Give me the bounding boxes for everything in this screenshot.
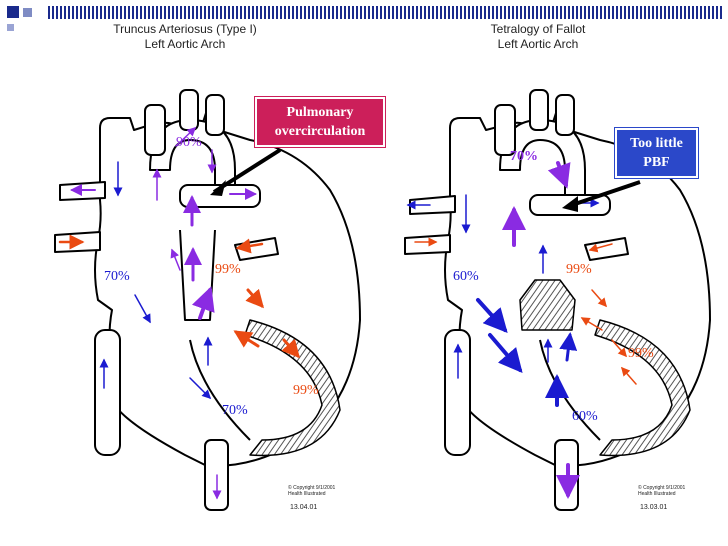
arrow-red — [591, 289, 607, 308]
right-pulm-vein-right-left — [404, 234, 451, 255]
left-callout-pointer — [212, 148, 282, 194]
right-sat-left-ventricle: 99% — [628, 346, 654, 361]
arrow-red — [233, 330, 260, 348]
left-lv-wall — [244, 319, 341, 457]
left-copyright-line2: Health Illustrated — [288, 491, 326, 497]
right-sat-left-atrium: 99% — [566, 262, 592, 277]
right-callout-box: Too little PBF — [615, 128, 698, 178]
right-aortic-arch — [499, 119, 586, 201]
right-sat-right-ventricle: 60% — [572, 409, 598, 424]
arrow-red — [235, 238, 264, 254]
left-sat-aorta: 90% — [176, 135, 202, 150]
right-callout-pointer — [571, 180, 641, 207]
arrow-red — [245, 288, 264, 309]
right-arrows — [406, 161, 637, 499]
left-title-line2: Left Aortic Arch — [144, 37, 226, 51]
right-sat-aorta: 70% — [510, 149, 538, 164]
right-copyright-line1: © Copyright 9/1/2001 — [638, 485, 686, 491]
left-sat-right-ventricle: 70% — [222, 403, 248, 418]
right-callout-line2: PBF — [643, 155, 670, 170]
right-lv-wall — [594, 319, 691, 457]
header-rule — [48, 6, 724, 19]
left-callout-arrowhead — [210, 180, 226, 196]
right-rvot — [519, 279, 576, 331]
arrow-blue — [488, 333, 523, 374]
left-subclavian — [205, 94, 225, 136]
right-figure-code: 13.03.01 — [640, 504, 668, 511]
left-title-line1: Truncus Arteriosus (Type I) — [113, 22, 257, 36]
arrow-purple — [191, 286, 215, 320]
arrow-red — [588, 243, 613, 253]
right-panel-title: Tetralogy of Fallot Left Aortic Arch — [458, 22, 618, 52]
slide-bullet-squares — [3, 2, 63, 31]
left-callout-line1: Pulmonary — [286, 105, 354, 120]
left-figure-code: 13.04.01 — [290, 504, 318, 511]
left-copyright-line1: © Copyright 9/1/2001 — [288, 485, 336, 491]
arrow-purple — [175, 126, 197, 147]
left-callout-line2: overcirculation — [274, 124, 366, 139]
right-title-line1: Tetralogy of Fallot — [490, 22, 586, 36]
arrow-purple — [170, 248, 181, 271]
right-copyright-line2: Health Illustrated — [638, 491, 676, 497]
right-callout-line1: Too little — [630, 136, 683, 151]
right-copyright: © Copyright 9/1/2001 Health Illustrated — [638, 485, 685, 497]
left-arrows — [58, 126, 300, 500]
left-brachiocephalic — [144, 104, 166, 156]
arrow-blue — [189, 377, 212, 400]
left-sat-left-ventricle: 99% — [293, 383, 319, 398]
arrow-red — [580, 317, 603, 331]
left-outflow — [179, 229, 216, 321]
left-sat-left-atrium: 99% — [215, 262, 241, 277]
right-subclavian — [555, 94, 575, 136]
right-callout-arrowhead — [562, 196, 578, 212]
arrow-red — [621, 366, 637, 385]
left-callout-box: Pulmonary overcirculation — [255, 97, 385, 147]
left-sat-right-atrium: 70% — [104, 269, 130, 284]
right-carotid — [529, 89, 549, 131]
right-pulm-vein-upper — [584, 237, 629, 261]
left-panel-title: Truncus Arteriosus (Type I) Left Aortic … — [95, 22, 275, 52]
arrow-blue — [559, 332, 578, 362]
left-carotid — [179, 89, 199, 131]
right-title-line2: Left Aortic Arch — [497, 37, 579, 51]
left-ivc — [94, 329, 121, 456]
right-sat-right-atrium: 60% — [453, 269, 479, 284]
right-ivc — [444, 329, 471, 456]
arrow-blue — [476, 298, 508, 333]
arrow-red — [611, 339, 627, 358]
arrow-blue — [134, 294, 151, 324]
arrow-red — [281, 338, 300, 359]
arrow-purple — [547, 161, 571, 189]
left-copyright: © Copyright 9/1/2001 Health Illustrated — [288, 485, 335, 497]
right-brachiocephalic — [494, 104, 516, 156]
